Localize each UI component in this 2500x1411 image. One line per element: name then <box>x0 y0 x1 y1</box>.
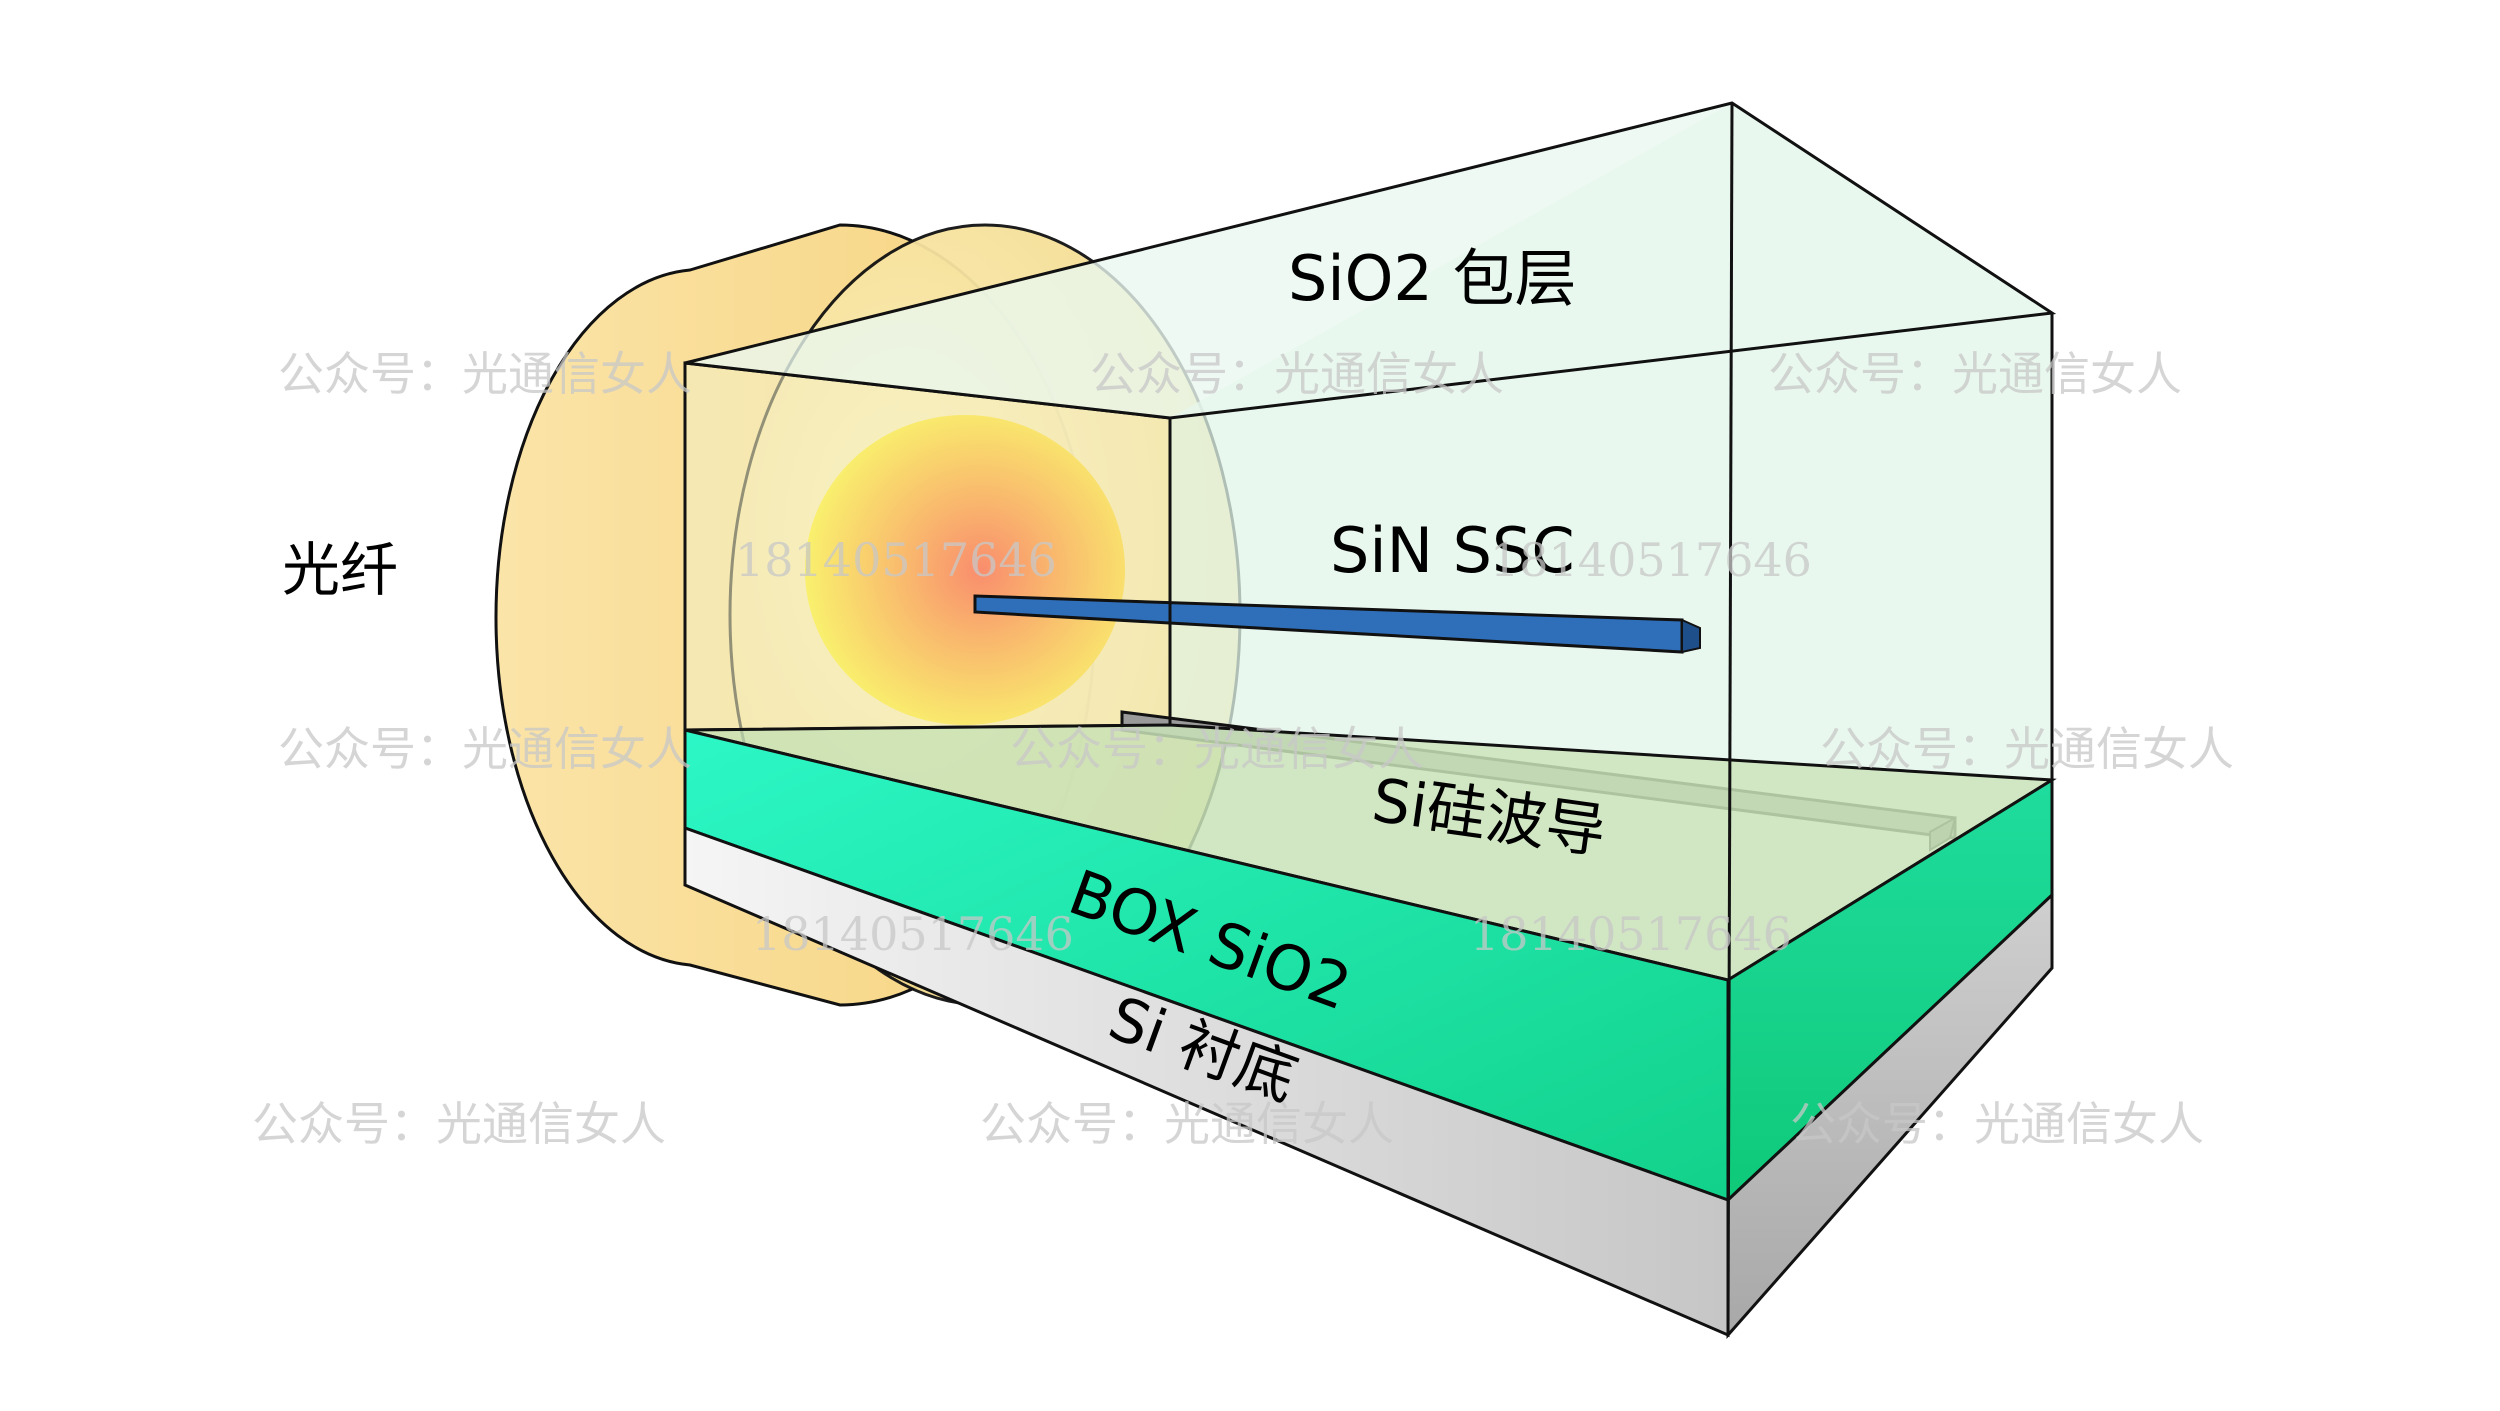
outline-edges <box>683 102 2054 1336</box>
watermark-account: 公众号：光通信女人 <box>980 1097 1394 1151</box>
label-ssc: SiN SSC <box>1330 514 1575 587</box>
watermark-account: 公众号：光通信女人 <box>278 722 692 776</box>
watermark-account: 公众号：光通信女人 <box>1768 347 2182 401</box>
watermark-account: 公众号：光通信女人 <box>1090 347 1504 401</box>
watermark-phone: 18140517646 <box>1470 907 1792 961</box>
watermark-phone: 18140517646 <box>1490 533 1812 587</box>
sio2-cladding <box>683 101 2057 780</box>
watermark-account: 公众号：光通信女人 <box>1790 1097 2204 1151</box>
watermark-account: 公众号：光通信女人 <box>1010 722 1424 776</box>
watermark-account: 公众号：光通信女人 <box>1820 722 2234 776</box>
label-fiber: 光纤 <box>282 536 398 604</box>
watermark-phone: 18140517646 <box>752 907 1074 961</box>
watermark-account: 公众号：光通信女人 <box>252 1097 666 1151</box>
watermark-phone: 18140517646 <box>735 533 1057 587</box>
sin-ssc-end <box>1681 618 1701 654</box>
watermark-account: 公众号：光通信女人 <box>278 347 692 401</box>
watermarks: 公众号：光通信女人 公众号：光通信女人 公众号：光通信女人 1814051764… <box>252 347 2234 1151</box>
label-cladding: SiO2 包层 <box>1288 242 1577 315</box>
